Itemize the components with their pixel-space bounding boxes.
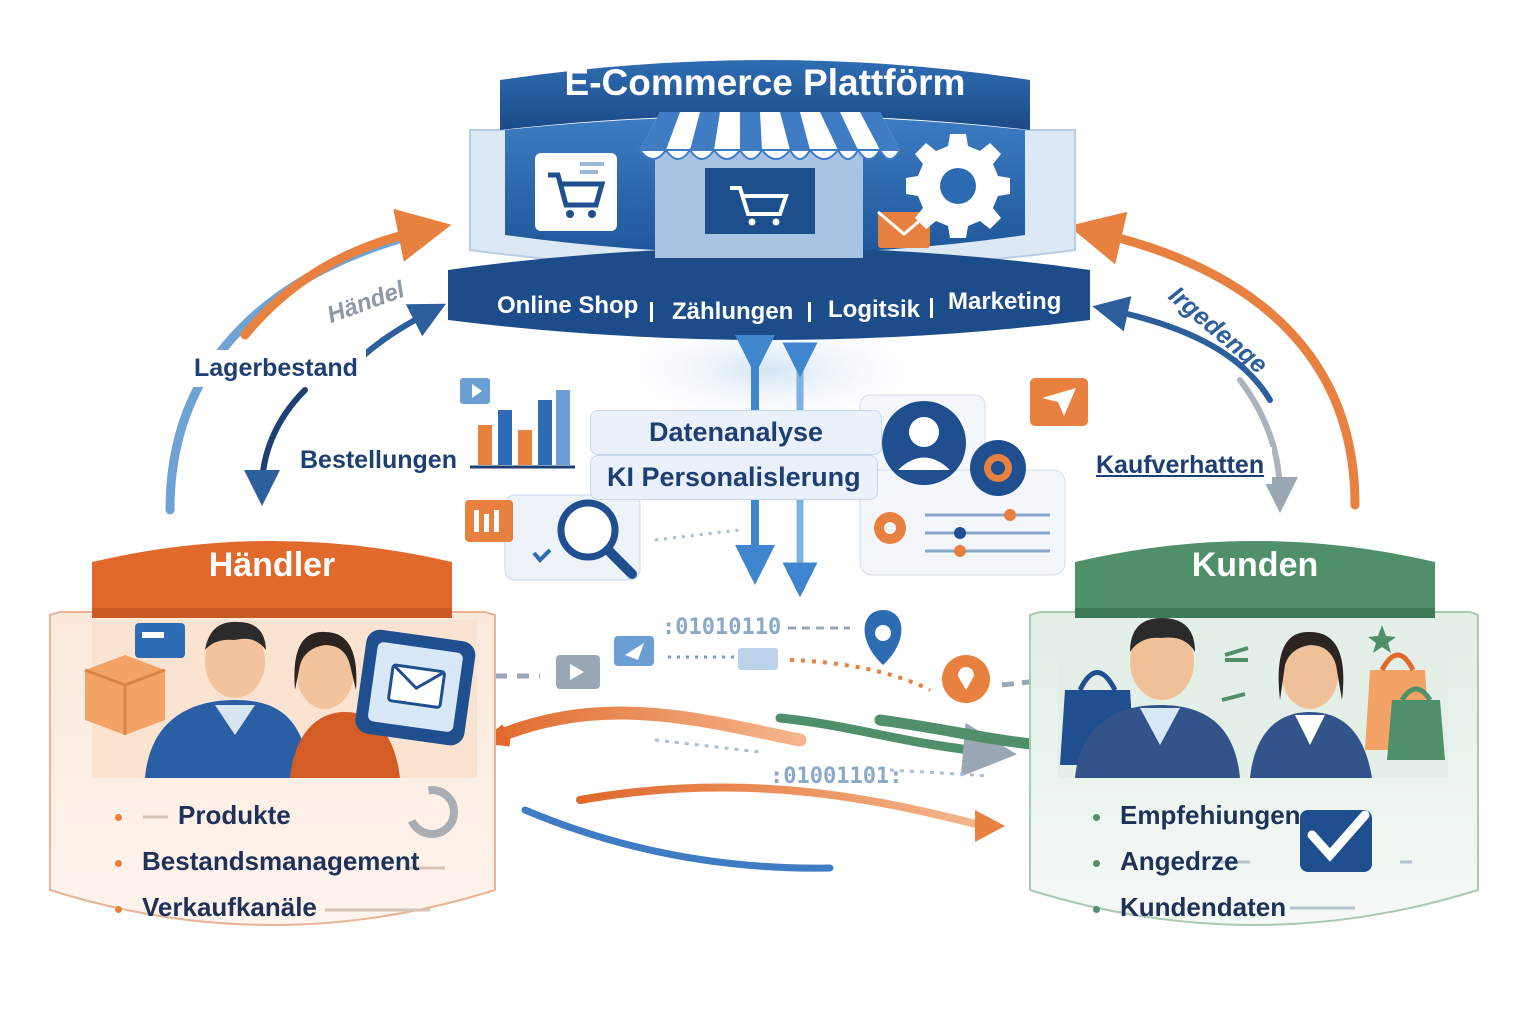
arc-orange-left: [240, 208, 452, 340]
bar-chart-icon: [460, 378, 575, 469]
magnifier-icon: [465, 494, 641, 581]
storefront-icon: [638, 112, 902, 258]
service-online-shop: Online Shop: [497, 292, 639, 319]
haendler-item-bestandsmanagement: Bestandsmanagement: [115, 838, 419, 884]
kunden-block: [1029, 541, 1479, 926]
haendler-item-verkaufkanaele: Verkaufkanäle: [115, 884, 419, 930]
kunden-item-kundendaten: Kundendaten: [1093, 884, 1301, 930]
haendler-list: Produkte Bestandsmanagement Verkaufkanäl…: [115, 792, 419, 930]
tablet-envelope-icon: [355, 629, 476, 746]
customer-people-avatar: [1075, 618, 1372, 778]
arc-right-blue: [1092, 296, 1273, 403]
service-marketing: Marketing: [948, 288, 1062, 315]
flow-label-lagerbestand: Lagerbestand: [186, 350, 366, 387]
user-settings-icon: [859, 378, 1088, 576]
flow-label-kaufverhalten: Kaufverhatten: [1088, 447, 1273, 484]
platform-block: [448, 60, 1090, 340]
dotted-link-center: [654, 528, 741, 542]
kunden-item-empfehlungen: Empfehiungen: [1093, 792, 1301, 838]
arc-right-orange: [1068, 211, 1360, 510]
kunden-title: Kunden: [1191, 546, 1319, 584]
arc-down-left: [244, 387, 308, 506]
service-logistik: Logitsik: [828, 296, 921, 323]
service-zahlungen: Zählungen: [672, 298, 794, 325]
envelope-icon: [878, 212, 930, 248]
center-datenanalyse: Datenanalyse: [590, 410, 882, 455]
gear-icon: [906, 134, 1010, 238]
cart-card-icon: [535, 153, 617, 231]
haendler-block: [49, 541, 496, 926]
flow-label-bestellungen: Bestellungen: [292, 442, 465, 479]
arc-right-gray: [1237, 377, 1298, 513]
center-ki-personalisierung: KI Personalislerung: [590, 455, 878, 500]
data-streams: [478, 610, 1066, 872]
binary-stream-bottom: :01001101:: [770, 764, 903, 789]
haendler-title: Händler: [208, 546, 336, 584]
platform-title: E-Commerce Plattförm: [564, 62, 966, 103]
merchant-people-avatar: [145, 621, 400, 778]
binary-stream-top: :01010110: [662, 615, 782, 640]
kunden-item-angebote: Angedrze: [1093, 838, 1301, 884]
haendler-item-produkte: Produkte: [115, 792, 419, 838]
kunden-list: Empfehiungen Angedrze Kundendaten: [1093, 792, 1301, 930]
